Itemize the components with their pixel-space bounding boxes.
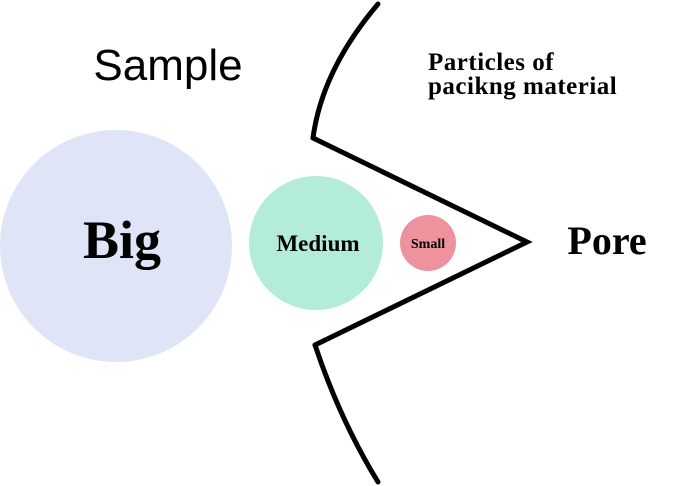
medium-molecule-circle: [249, 176, 383, 310]
big-label: Big: [83, 210, 161, 270]
sample-label: Sample: [93, 41, 242, 90]
particles-label-line1: Particles of: [428, 49, 554, 76]
small-molecule-circle: [400, 215, 456, 271]
small-label: Small: [411, 237, 445, 252]
big-molecule-circle: [0, 130, 232, 362]
medium-label: Medium: [276, 231, 359, 256]
packing-particle-upper-edge: [310, 1, 381, 141]
pore-label: Pore: [567, 218, 646, 263]
particles-label-line2: pacikng material: [428, 73, 617, 100]
pore-wedge: [310, 135, 533, 348]
packing-particle-lower-edge: [312, 342, 381, 485]
